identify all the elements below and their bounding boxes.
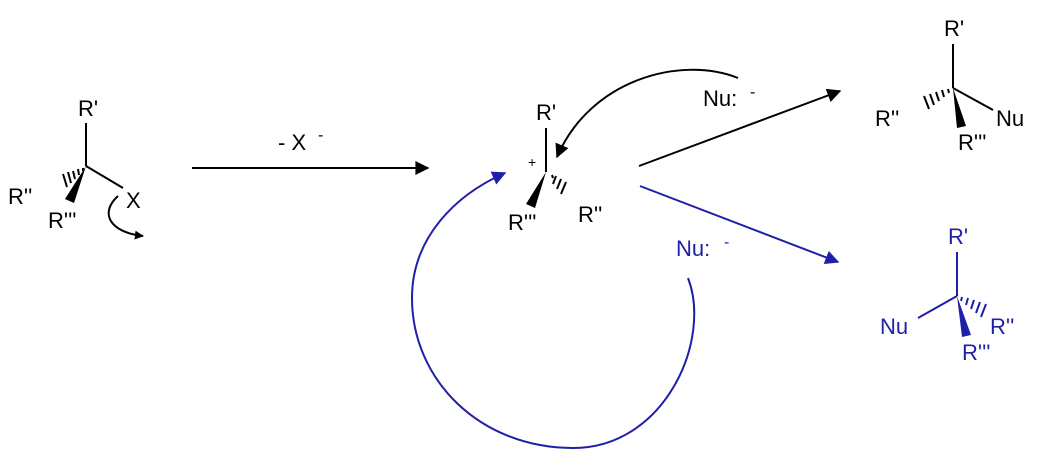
start-leaving-group-label: X — [126, 188, 141, 213]
reaction-arrow-top-product — [638, 88, 842, 167]
product-bottom: R' Nu R'' R''' — [880, 224, 1014, 365]
reaction-arrow-bottom-product — [639, 185, 840, 265]
product-top-hashed-bond — [923, 88, 950, 110]
product-bottom-r1-label: R' — [948, 224, 968, 249]
cation-r2-label: R'' — [578, 202, 602, 227]
start-bond-x — [85, 165, 124, 189]
product-top-r2-label: R'' — [875, 106, 899, 131]
product-bottom-r3-label: R''' — [962, 340, 991, 365]
ionization-step: - X - — [192, 127, 430, 175]
reagent-charge: - — [318, 127, 323, 144]
product-top-nu-label: Nu — [996, 106, 1024, 131]
starting-material: R' X R'' R''' — [8, 96, 144, 240]
product-top: R' Nu R'' R''' — [875, 16, 1024, 155]
reagent-label: - X — [278, 130, 306, 155]
product-bottom-r2-label: R'' — [990, 314, 1014, 339]
start-r1-label: R' — [78, 96, 98, 121]
cation-wedge-bond — [526, 172, 546, 208]
cation-charge: + — [528, 154, 536, 170]
product-top-r1-label: R' — [944, 16, 964, 41]
top-attack-pathway: Nu: - — [555, 68, 842, 167]
nucleophile-bottom-charge: - — [724, 234, 729, 251]
cation-r3-label: R''' — [508, 210, 537, 235]
carbocation-intermediate: R' + R''' R'' — [508, 100, 602, 235]
curved-arrow-nucleophile-top — [555, 68, 739, 159]
cation-r1-label: R' — [536, 100, 556, 125]
product-top-r3-label: R''' — [958, 130, 987, 155]
nucleophile-top-label: Nu: — [703, 86, 737, 111]
product-top-bond-nu — [952, 87, 994, 111]
cation-hashed-bond — [551, 174, 567, 195]
start-r2-label: R'' — [8, 184, 32, 209]
product-bottom-nu-label: Nu — [880, 314, 908, 339]
product-bottom-wedge-bond — [957, 296, 971, 337]
start-hashed-bond — [62, 168, 84, 188]
start-r3-label: R''' — [48, 208, 77, 233]
curved-arrow-nucleophile-bottom — [410, 171, 696, 450]
product-bottom-bond-nu — [917, 295, 958, 319]
start-wedge-bond — [65, 166, 86, 203]
bottom-attack-pathway: Nu: - — [410, 171, 840, 450]
nucleophile-bottom-label: Nu: — [676, 236, 710, 261]
product-bottom-hashed-bond — [960, 296, 987, 318]
nucleophile-top-charge: - — [750, 84, 755, 101]
curved-arrow-leaving — [107, 195, 144, 240]
product-top-wedge-bond — [953, 88, 966, 128]
